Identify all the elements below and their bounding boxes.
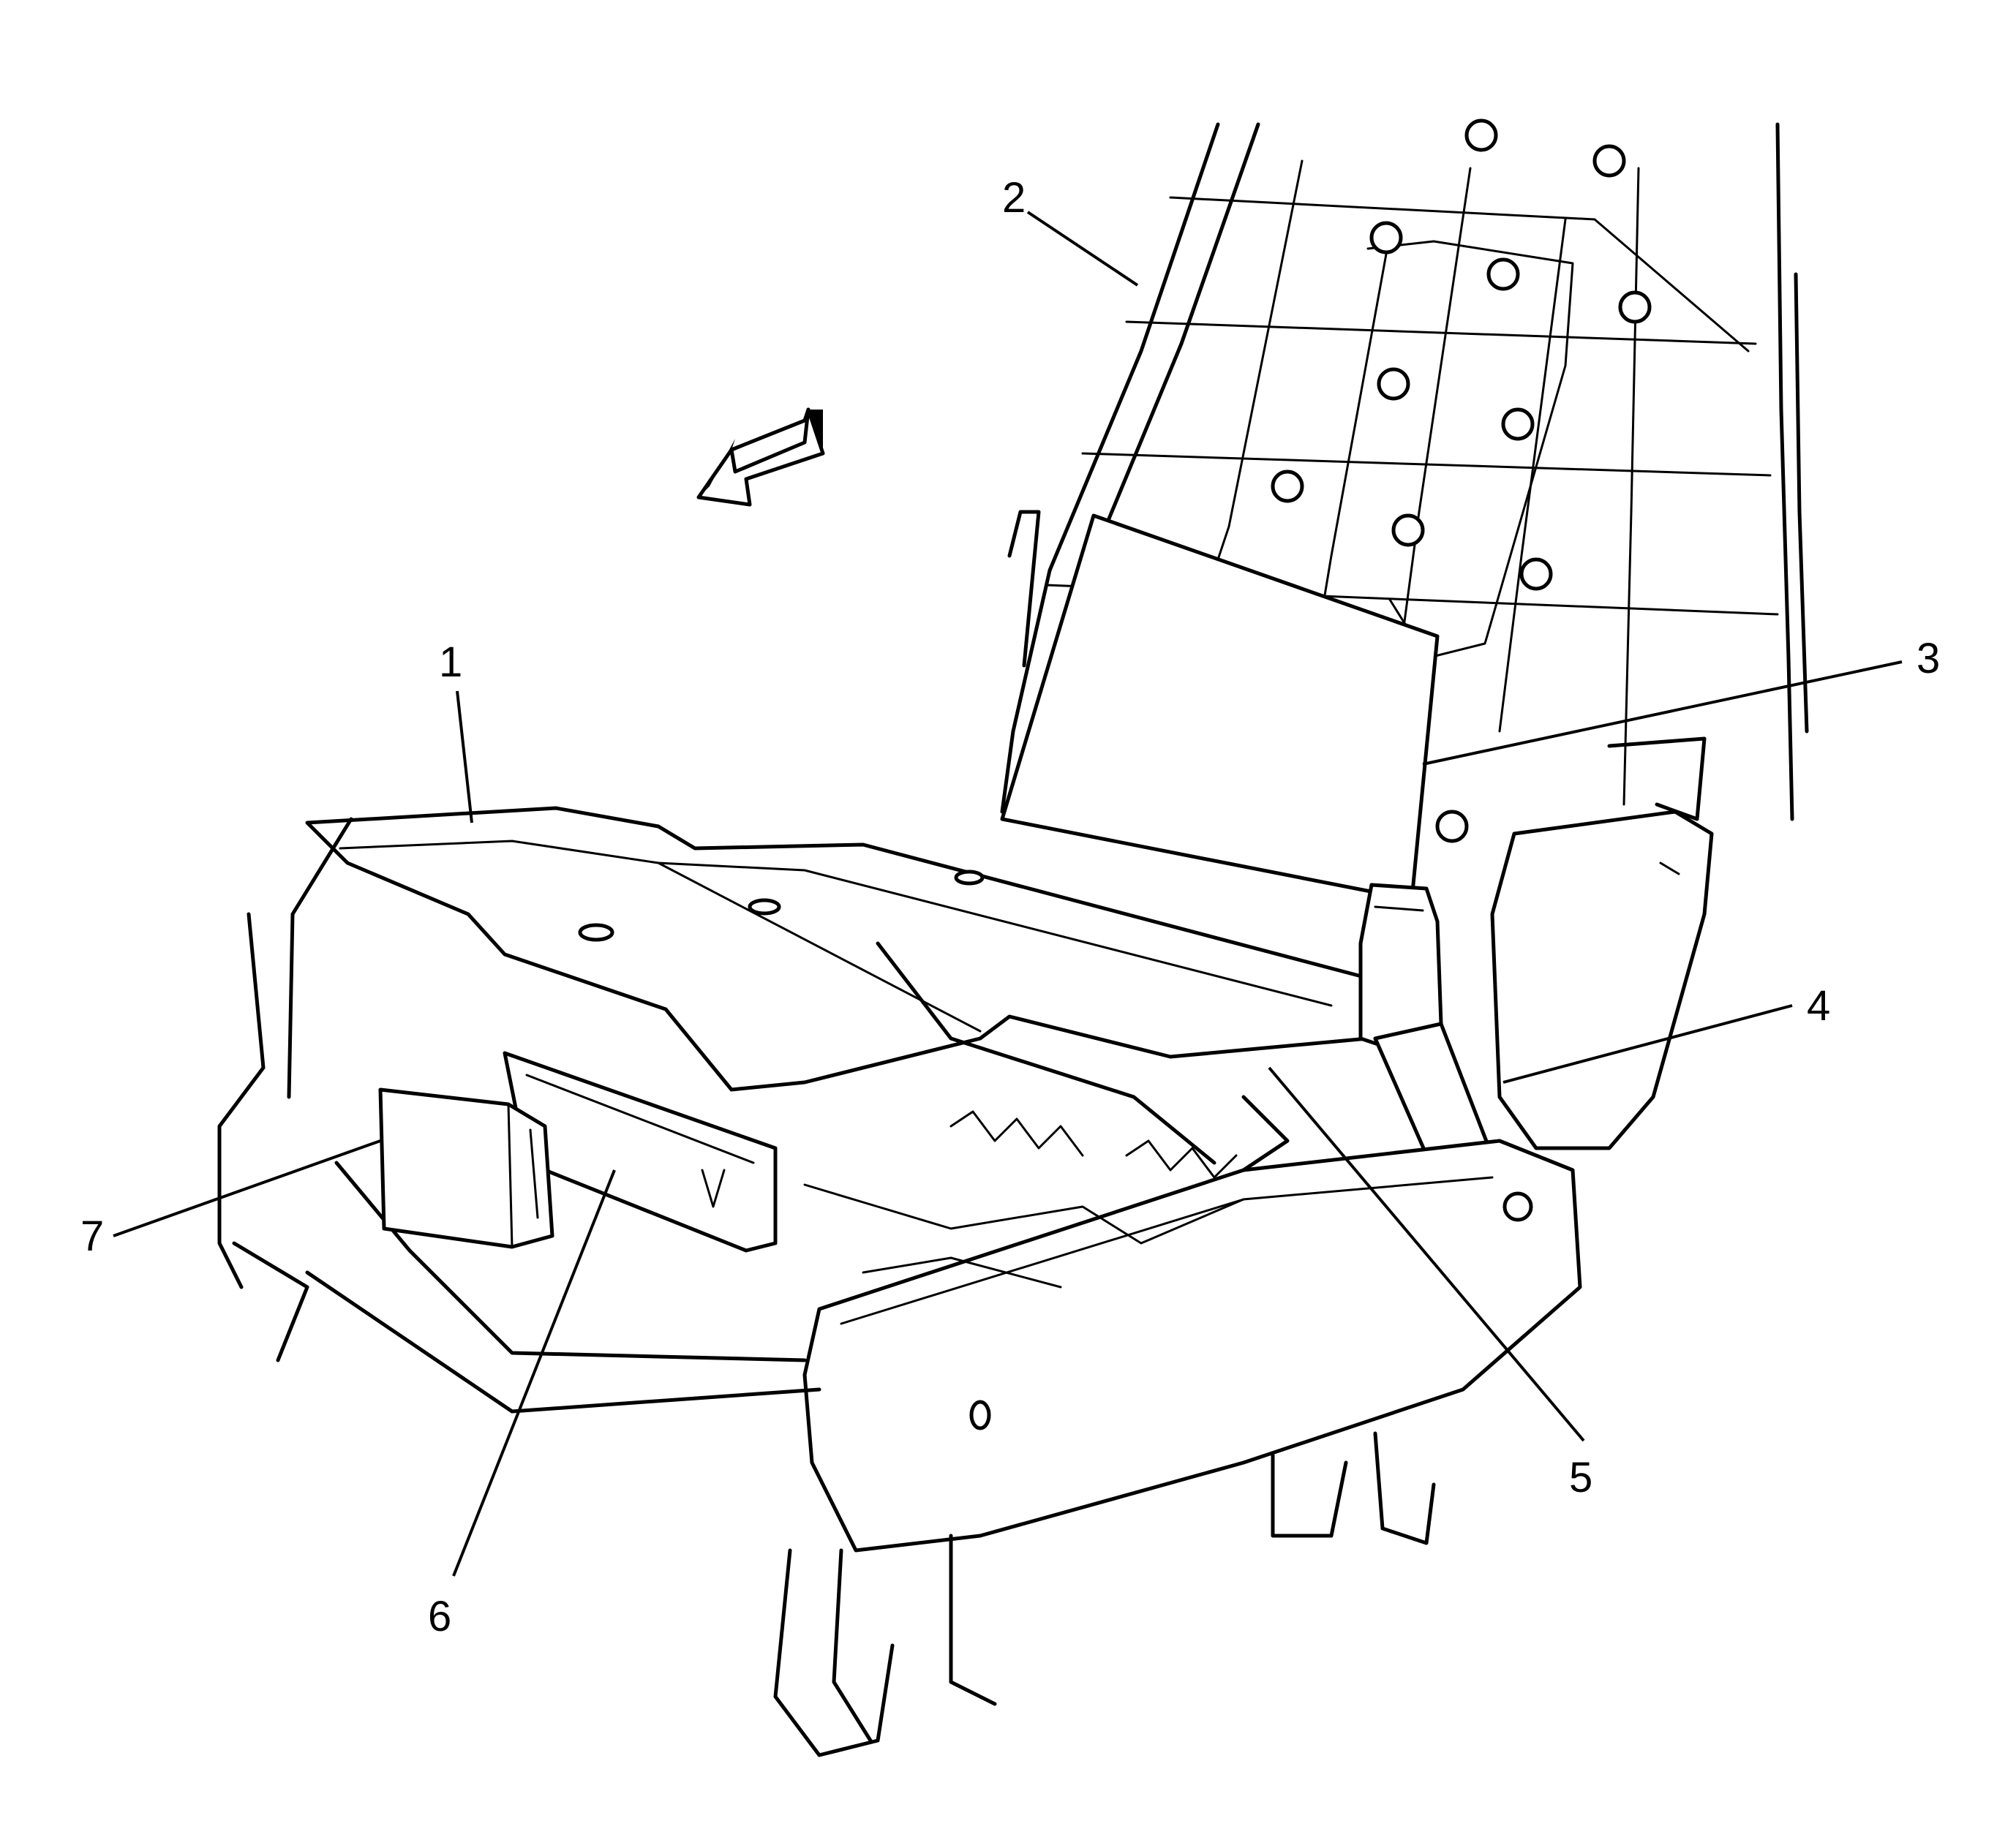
leader-1 (456, 690, 473, 823)
leader-7 (113, 1139, 381, 1237)
front-direction-arrow-icon (696, 407, 825, 507)
side-bolster (1490, 810, 1714, 1150)
callout-5: 5 (1569, 1454, 1592, 1501)
callout-labels: 1 2 3 4 5 6 7 (80, 174, 1940, 1640)
callout-7: 7 (80, 1213, 104, 1260)
callout-leaders (113, 211, 1903, 1577)
leader-6 (452, 1169, 616, 1577)
seat-back-pad (1000, 513, 1440, 902)
callout-2: 2 (1002, 174, 1026, 222)
callout-1: 1 (439, 638, 462, 686)
callout-6: 6 (428, 1593, 451, 1640)
callout-3: 3 (1917, 635, 1940, 682)
leader-5 (1268, 1066, 1585, 1442)
control-module (378, 1087, 554, 1249)
side-trim-panel (802, 1139, 1582, 1553)
leader-4 (1502, 1004, 1793, 1084)
leader-2 (1026, 211, 1139, 287)
seat-springs (803, 1110, 1245, 1289)
callout-4: 4 (1807, 982, 1830, 1030)
seat-lower-frame (217, 817, 1436, 1757)
leader-3 (1422, 660, 1903, 766)
seat-cushion-pan (305, 806, 1377, 1092)
